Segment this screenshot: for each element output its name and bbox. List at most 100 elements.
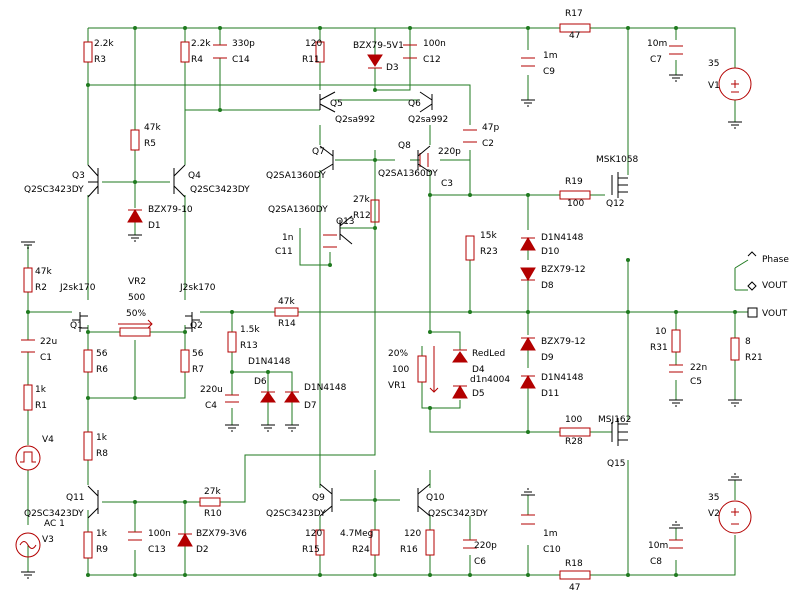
- resistor-r11: [315, 41, 325, 63]
- label-d9-value: BZX79-12: [541, 337, 586, 347]
- label-c2-value: 47p: [482, 123, 499, 133]
- label-vr2-percent: 50%: [126, 309, 146, 319]
- label-r19-value: 100: [567, 199, 584, 209]
- resistor-r4: [180, 41, 190, 63]
- dc-source-v1: [718, 67, 752, 101]
- transistor-q6: [419, 91, 433, 113]
- label-v1-value: 35: [708, 59, 719, 69]
- resistor-r16: [425, 529, 435, 556]
- label-r24-value: 4.7Meg: [340, 529, 373, 539]
- labels: 2.2k R3 2.2k R4 330p C14 120 R11 BZX79-5…: [24, 9, 789, 593]
- label-r9-value: 1k: [96, 529, 108, 539]
- label-c6: C6: [474, 557, 486, 567]
- label-v2-value: 35: [708, 493, 719, 503]
- label-q13: Q13: [336, 217, 355, 227]
- capacitor-c9: [521, 57, 535, 67]
- resistor-r17: [559, 23, 591, 33]
- capacitor-c11: [323, 234, 337, 248]
- label-q11: Q11: [66, 493, 85, 503]
- label-c13-value: 100n: [148, 529, 171, 539]
- label-d11-value: D1N4148: [541, 373, 584, 383]
- label-q7: Q7: [312, 147, 325, 157]
- label-r7-value: 56: [192, 349, 204, 359]
- label-q13-type: Q2SA1360DY: [268, 205, 328, 215]
- label-q5-type: Q2sa992: [335, 115, 375, 125]
- ground-icon: [521, 488, 535, 496]
- potentiometer-vr2: [119, 327, 151, 337]
- diode-d7: [284, 391, 300, 403]
- ground-icon: [669, 74, 683, 82]
- port-vout-2: [747, 281, 757, 291]
- label-q3-type: Q2SC3423DY: [24, 185, 84, 195]
- transistor-q10: [417, 483, 431, 517]
- label-ac1: AC 1: [44, 519, 65, 529]
- label-c12: C12: [423, 55, 441, 65]
- potentiometer-vr1: [417, 355, 427, 383]
- label-d2-value: BZX79-3V6: [196, 529, 247, 539]
- label-r31-value: 10: [655, 327, 667, 337]
- label-c10: C10: [543, 545, 561, 555]
- label-r10: R10: [204, 509, 222, 519]
- resistor-r15: [315, 529, 325, 556]
- label-d9: D9: [541, 353, 554, 363]
- resistor-r12: [370, 199, 380, 223]
- vr1-wiper: [429, 346, 439, 393]
- diode-d10: [520, 237, 536, 251]
- mosfet-q12: [611, 172, 628, 198]
- transistor-q5: [319, 91, 336, 113]
- ground-icon: [285, 424, 299, 432]
- label-r18-value: 47: [569, 583, 580, 593]
- resistor-r31: [671, 329, 681, 353]
- label-d4: D4: [472, 365, 485, 375]
- ground-icon: [521, 99, 535, 107]
- resistor-r3: [83, 41, 93, 63]
- label-r4-value: 2.2k: [191, 39, 211, 49]
- diode-d11: [520, 375, 536, 389]
- label-q6-type: Q2sa992: [408, 115, 448, 125]
- jfet-q2: [185, 312, 200, 332]
- capacitor-c1: [21, 339, 35, 353]
- resistor-r21: [730, 337, 740, 361]
- label-q7-type: Q2SA1360DY: [266, 171, 326, 181]
- label-c8-value: 10m: [648, 541, 668, 551]
- label-c5-value: 22n: [690, 363, 707, 373]
- label-q12: Q12: [606, 199, 625, 209]
- resistor-r13: [227, 331, 237, 353]
- label-vr2: VR2: [128, 277, 146, 287]
- transistor-q4: [173, 164, 186, 198]
- label-c3: C3: [441, 179, 453, 189]
- resistor-r1: [23, 384, 33, 411]
- transistor-q7: [319, 145, 334, 173]
- label-v4: V4: [42, 435, 54, 445]
- label-msk1058: MSK1058: [596, 155, 639, 165]
- label-vr2-value: 500: [128, 293, 145, 303]
- diode-d5: [452, 385, 468, 399]
- capacitor-c14: [213, 44, 227, 59]
- capacitor-c4: [225, 394, 239, 403]
- label-r1: R1: [35, 401, 47, 411]
- label-r13: R13: [240, 341, 258, 351]
- ground-icon: [128, 234, 142, 242]
- label-j1-type: J2sk170: [59, 283, 96, 293]
- resistor-r5: [130, 129, 140, 151]
- label-vr1: VR1: [388, 381, 406, 391]
- resistor-r7: [180, 349, 190, 373]
- label-r9: R9: [96, 545, 108, 555]
- label-phase: Phase: [762, 255, 789, 265]
- label-d1-value: BZX79-10: [148, 205, 193, 215]
- label-j2-type: J2sk170: [179, 283, 216, 293]
- label-d10: D10: [541, 247, 560, 257]
- transistor-q13: [339, 215, 353, 245]
- label-c8: C8: [650, 557, 662, 567]
- label-d6: D6: [254, 377, 267, 387]
- label-r23-value: 15k: [480, 231, 497, 241]
- capacitor-c8: [669, 539, 683, 549]
- label-c9-value: 1m: [543, 51, 558, 61]
- label-r14-value: 47k: [278, 297, 295, 307]
- label-d6-value: D1N4148: [248, 357, 291, 367]
- capacitor-c7: [669, 45, 683, 55]
- zener-d1: [127, 209, 143, 223]
- label-q1: Q1: [70, 321, 83, 331]
- label-v3: V3: [42, 535, 54, 545]
- label-msj162: MSJ162: [598, 415, 631, 425]
